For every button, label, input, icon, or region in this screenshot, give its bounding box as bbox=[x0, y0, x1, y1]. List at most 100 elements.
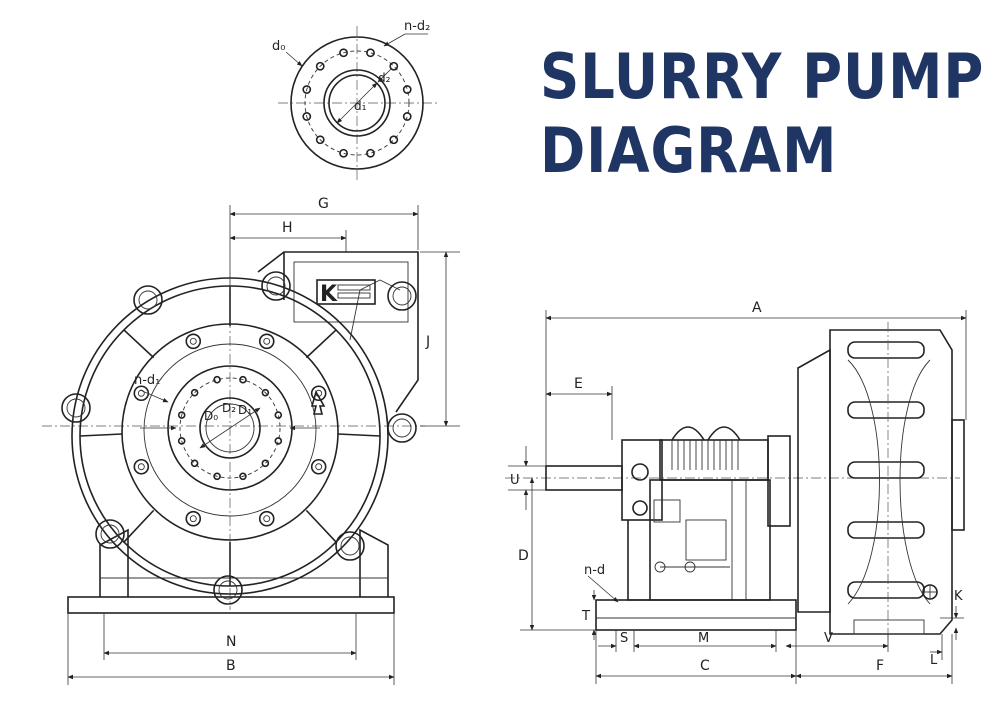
casing-bolt-inner bbox=[137, 463, 145, 471]
rib bbox=[79, 433, 123, 437]
flange-bolt-hole bbox=[402, 112, 412, 121]
fin-arch bbox=[707, 426, 741, 441]
inlet-bolt-hole bbox=[239, 472, 247, 481]
label-H: H bbox=[282, 220, 293, 236]
casing-bolt bbox=[133, 385, 150, 402]
label-n-d: n-d bbox=[584, 563, 605, 578]
casing-bolt bbox=[185, 510, 202, 527]
lug-hole bbox=[392, 286, 412, 306]
casing-ribs bbox=[79, 286, 381, 586]
lug bbox=[261, 271, 291, 301]
flange-bolt-hole bbox=[389, 61, 399, 71]
lug bbox=[387, 413, 417, 443]
inlet-bolt-hole bbox=[261, 388, 270, 397]
inlet-bolt-hole bbox=[177, 411, 186, 419]
discharge-flange-view: n-d₂ d₀ d₂ d₁ bbox=[272, 19, 438, 182]
inlet-bolt-hole bbox=[239, 375, 247, 384]
flange-bolt-hole bbox=[389, 135, 399, 145]
flange-bolt-hole bbox=[402, 85, 412, 94]
side-bolt bbox=[847, 341, 925, 359]
inlet-bolt-hole bbox=[177, 437, 186, 445]
casing-bolt-inner bbox=[189, 515, 197, 523]
label-B: B bbox=[226, 658, 236, 674]
inlet-bolt-holes bbox=[133, 333, 327, 527]
front-view: K n-d₁ D₀ D₂ D₁ G H bbox=[42, 196, 460, 685]
label-M: M bbox=[698, 631, 709, 646]
rib bbox=[305, 509, 337, 543]
label-U: U bbox=[510, 473, 520, 488]
casing-bolt-inner bbox=[315, 463, 323, 471]
lug bbox=[133, 285, 163, 315]
casing-bolt-inner bbox=[189, 337, 197, 345]
casing-bolt-inner bbox=[263, 515, 271, 523]
label-F: F bbox=[876, 658, 884, 674]
fin-arch bbox=[671, 426, 705, 441]
brand-logo: K bbox=[320, 282, 338, 307]
lug-hole bbox=[100, 524, 120, 544]
flange-bolt-hole bbox=[339, 48, 348, 58]
rib bbox=[305, 329, 337, 359]
label-n-d2: n-d₂ bbox=[404, 19, 430, 34]
lug-hole bbox=[266, 276, 286, 296]
flange-bolt-hole bbox=[315, 135, 325, 145]
lug bbox=[213, 575, 243, 605]
label-C: C bbox=[700, 658, 710, 674]
label-d1: d₁ bbox=[354, 99, 367, 113]
lug bbox=[95, 519, 125, 549]
label-S: S bbox=[620, 631, 628, 646]
inlet-bolt-hole bbox=[274, 411, 283, 419]
lug bbox=[61, 393, 91, 423]
side-bolt bbox=[847, 401, 925, 419]
lug bbox=[335, 531, 365, 561]
casing-bolt bbox=[185, 333, 202, 350]
inlet-bolt-hole bbox=[261, 459, 270, 468]
casing-bolt bbox=[258, 510, 275, 527]
label-D2: D₂ bbox=[222, 401, 236, 415]
casing-bolt-inner bbox=[263, 337, 271, 345]
casing-bolt bbox=[258, 333, 275, 350]
inlet-bolt-hole bbox=[274, 437, 283, 445]
inlet-bolt-hole bbox=[213, 375, 221, 384]
side-bolt bbox=[847, 461, 925, 479]
flange-bolt-hole bbox=[339, 148, 348, 158]
title-block: SLURRY PUMP DIAGRAM bbox=[540, 40, 984, 188]
casing-bolt bbox=[310, 385, 327, 402]
label-T: T bbox=[581, 609, 590, 624]
title-line-1: SLURRY PUMP bbox=[540, 40, 985, 113]
label-E: E bbox=[574, 376, 583, 392]
label-D1: D₁ bbox=[238, 403, 252, 417]
label-D: D bbox=[518, 548, 529, 564]
label-D0: D₀ bbox=[204, 409, 218, 423]
inlet-bolt-hole bbox=[190, 459, 199, 468]
flange-bolt-hole bbox=[302, 85, 312, 94]
lug-hole bbox=[218, 580, 238, 600]
side-bolt bbox=[847, 581, 925, 599]
title-line-2: DIAGRAM bbox=[540, 114, 838, 187]
rib bbox=[123, 509, 155, 543]
lug-hole bbox=[138, 290, 158, 310]
flange-bolt-hole bbox=[366, 148, 375, 158]
flange-bolt-hole bbox=[315, 61, 325, 71]
label-V: V bbox=[824, 631, 833, 646]
flange-bolt-hole bbox=[366, 48, 375, 58]
lug-hole bbox=[66, 398, 86, 418]
side-bolt bbox=[847, 521, 925, 539]
label-d0: d₀ bbox=[272, 39, 285, 54]
label-d2: d₂ bbox=[378, 71, 391, 85]
inlet-bolt-hole bbox=[190, 388, 199, 397]
label-n-d1: n-d₁ bbox=[134, 373, 160, 388]
rib bbox=[123, 329, 155, 359]
lug bbox=[387, 281, 417, 311]
casing-bolt bbox=[310, 458, 327, 475]
flange-bolt-hole bbox=[302, 112, 312, 121]
label-N: N bbox=[226, 634, 236, 650]
label-K: K bbox=[954, 589, 963, 604]
flange-bolt-holes bbox=[302, 48, 412, 158]
lug-hole bbox=[340, 536, 360, 556]
side-view: A E U D n-d T S M V bbox=[505, 300, 967, 684]
rib bbox=[337, 433, 381, 437]
lug-hole bbox=[392, 418, 412, 438]
label-J: J bbox=[425, 334, 430, 350]
casing-side-bolts bbox=[847, 341, 925, 599]
